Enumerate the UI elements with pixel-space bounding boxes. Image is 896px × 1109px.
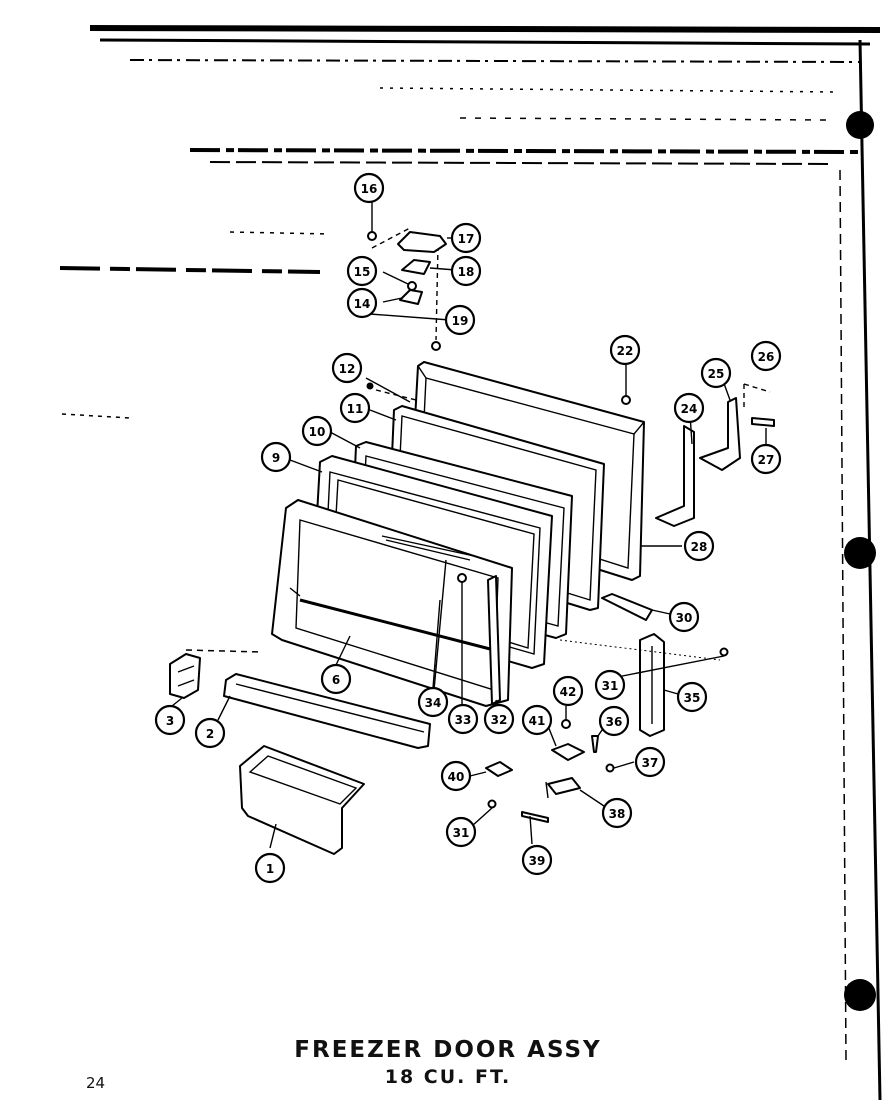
callout-16: 16: [353, 172, 385, 204]
callout-42: 42: [552, 675, 584, 707]
svg-text:22: 22: [617, 344, 634, 358]
screw-22: [621, 395, 631, 405]
svg-text:40: 40: [448, 770, 465, 784]
callout-28: 28: [683, 530, 715, 562]
callout-39: 39: [521, 844, 553, 876]
svg-text:42: 42: [560, 685, 577, 699]
shelf-parts: [433, 559, 501, 715]
svg-text:14: 14: [354, 297, 371, 311]
svg-text:24: 24: [681, 402, 698, 416]
callout-27: 27: [750, 443, 782, 475]
callout-31: 31: [594, 669, 626, 701]
svg-text:3: 3: [166, 714, 174, 728]
door-bin-1: [239, 745, 365, 855]
callout-32: 32: [483, 703, 515, 735]
callout-11: 11: [339, 392, 371, 424]
hinge-pin-plate-18: [401, 259, 431, 275]
callout-25: 25: [700, 357, 732, 389]
scan-noise: [59, 25, 882, 1101]
callout-41: 41: [521, 704, 553, 736]
svg-text:18: 18: [458, 265, 475, 279]
screw-16: [367, 231, 377, 241]
hinge-part-14: [399, 289, 423, 305]
svg-text:37: 37: [642, 756, 659, 770]
callout-40: 40: [440, 760, 472, 792]
callout-30: 30: [668, 601, 700, 633]
callout-14: 14: [346, 287, 378, 319]
right-side-parts: [289, 362, 775, 737]
callout-9: 9: [260, 441, 292, 473]
callout-22: 22: [609, 334, 641, 366]
callout-2: 2: [194, 717, 226, 749]
svg-text:2: 2: [206, 727, 214, 741]
callout-24: 24: [673, 392, 705, 424]
diagram-title: FREEZER DOOR ASSY: [294, 1037, 602, 1063]
hinge-bracket-25: [699, 397, 741, 471]
callout-38: 38: [601, 797, 633, 829]
callout-31b: 31: [445, 816, 477, 848]
washer-15: [407, 281, 417, 291]
svg-text:31: 31: [453, 826, 470, 840]
svg-text:19: 19: [452, 314, 469, 328]
svg-text:41: 41: [529, 714, 546, 728]
callout-10: 10: [301, 415, 333, 447]
svg-text:1: 1: [266, 862, 274, 876]
door-handle-trim-2: [223, 673, 431, 749]
callout-35: 35: [676, 681, 708, 713]
callout-1: 1: [254, 852, 286, 884]
bushing-19: [431, 341, 441, 351]
top-hinge-part-17: [397, 231, 447, 253]
svg-text:15: 15: [354, 265, 371, 279]
hinge-bracket-24: [655, 425, 695, 527]
svg-text:27: 27: [758, 453, 775, 467]
svg-text:10: 10: [309, 425, 326, 439]
callout-15: 15: [346, 255, 378, 287]
callout-12: 12: [331, 352, 363, 384]
callout-18: 18: [450, 255, 482, 287]
svg-text:16: 16: [361, 182, 378, 196]
svg-text:26: 26: [758, 350, 775, 364]
page-number: 24: [86, 1074, 106, 1092]
door-inner-liner-6: [271, 499, 513, 707]
svg-text:12: 12: [339, 362, 356, 376]
front-parts: [169, 653, 431, 855]
svg-text:36: 36: [606, 715, 623, 729]
callout-37: 37: [634, 746, 666, 778]
svg-text:6: 6: [332, 673, 340, 687]
callout-26: 26: [750, 340, 782, 372]
svg-text:9: 9: [272, 451, 280, 465]
callout-3: 3: [154, 704, 186, 736]
callout-19: 19: [444, 304, 476, 336]
svg-text:17: 17: [458, 232, 475, 246]
svg-text:30: 30: [676, 611, 693, 625]
diagram-subtitle: 18 CU. FT.: [384, 1066, 512, 1088]
callout-33: 33: [447, 703, 479, 735]
callout-17: 17: [450, 222, 482, 254]
callout-labels: 16 17 18 15 14 19 12 11 10 9 22 24 25 26…: [154, 172, 782, 884]
svg-text:39: 39: [529, 854, 546, 868]
cover-30: [601, 593, 653, 621]
bottom-hinge-parts: [469, 706, 635, 845]
svg-text:34: 34: [425, 696, 442, 710]
svg-text:28: 28: [691, 540, 708, 554]
callout-36: 36: [598, 705, 630, 737]
svg-text:38: 38: [609, 807, 626, 821]
svg-text:32: 32: [491, 713, 508, 727]
callout-6: 6: [320, 663, 352, 695]
svg-text:11: 11: [347, 402, 364, 416]
svg-text:35: 35: [684, 691, 701, 705]
top-hinge-parts: [367, 200, 457, 351]
door-latch-3: [169, 653, 201, 699]
svg-text:25: 25: [708, 367, 725, 381]
svg-text:33: 33: [455, 713, 472, 727]
svg-text:31: 31: [602, 679, 619, 693]
callout-34: 34: [417, 686, 449, 718]
